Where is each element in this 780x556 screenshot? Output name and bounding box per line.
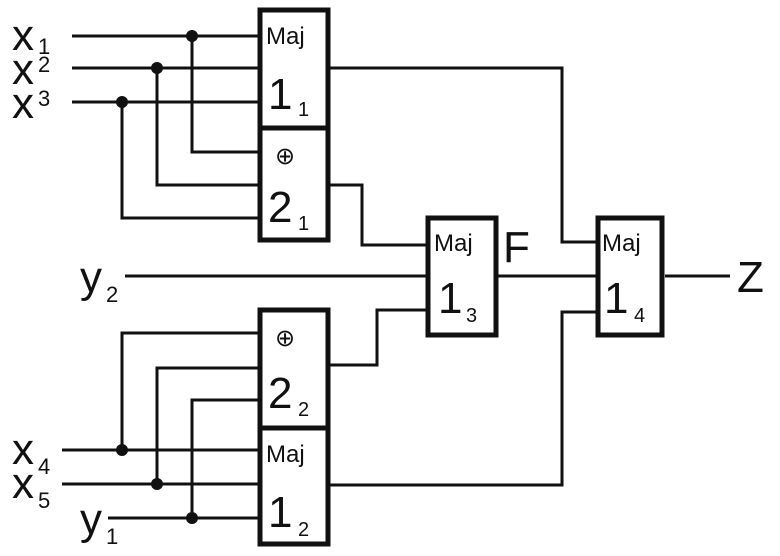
wire-g11-to-g14 bbox=[330, 66, 598, 244]
wire-x5-to-xor2 bbox=[155, 366, 260, 484]
wire-x4-to-xor2 bbox=[120, 331, 260, 450]
label-x3-sub: 3 bbox=[38, 86, 50, 111]
gate-1-1-type: Maj bbox=[266, 23, 305, 50]
junction-x3 bbox=[116, 96, 128, 108]
gate-1-2-number: 1 bbox=[268, 488, 292, 537]
gate-2-1-type: ⊕ bbox=[275, 143, 295, 170]
gate-2-1-subscript: 1 bbox=[298, 213, 309, 235]
junction-x2 bbox=[151, 62, 163, 74]
label-x1-sub: 1 bbox=[38, 34, 50, 59]
gate-2-1-number: 2 bbox=[268, 183, 292, 232]
label-y2: y 2 bbox=[80, 253, 118, 307]
gate-2-2-subscript: 2 bbox=[298, 399, 309, 421]
wire-x1-to-xor1 bbox=[190, 36, 260, 154]
label-x2: x 2 bbox=[12, 45, 50, 94]
junction-x5 bbox=[151, 478, 163, 490]
gate-1-3: Maj 1 3 bbox=[425, 215, 499, 338]
label-x5-base: x bbox=[12, 459, 34, 508]
junctions bbox=[116, 30, 198, 524]
label-y2-sub: 2 bbox=[106, 282, 118, 307]
gate-1-4-subscript: 4 bbox=[634, 305, 645, 327]
gate-1-1-box bbox=[257, 7, 331, 131]
wire-y1-to-xor2 bbox=[190, 398, 260, 518]
label-x5: x 5 bbox=[12, 459, 50, 513]
wires bbox=[62, 34, 730, 520]
wire-g12-to-g14 bbox=[330, 310, 598, 487]
gate-1-3-subscript: 3 bbox=[466, 305, 477, 327]
gate-2-2-type: ⊕ bbox=[275, 325, 295, 352]
label-x2-sub: 2 bbox=[38, 52, 50, 77]
label-y1-sub: 1 bbox=[106, 524, 118, 549]
label-x4-base: x bbox=[12, 425, 34, 474]
label-x5-sub: 5 bbox=[38, 488, 50, 513]
gate-1-1: Maj 1 1 bbox=[257, 7, 331, 131]
label-x2-base: x bbox=[12, 45, 34, 94]
wire-x2-to-xor1 bbox=[155, 68, 260, 187]
gate-1-2-type: Maj bbox=[266, 441, 305, 468]
label-x4: x 4 bbox=[12, 425, 50, 479]
label-x1: x 1 bbox=[12, 11, 50, 60]
label-x4-sub: 4 bbox=[38, 454, 50, 479]
gate-1-4: Maj 1 4 bbox=[595, 215, 665, 338]
label-y1-base: y bbox=[80, 495, 102, 544]
label-y1: y 1 bbox=[80, 495, 118, 549]
gate-2-2-number: 2 bbox=[268, 369, 292, 418]
gate-1-4-box bbox=[595, 215, 665, 338]
wire-g22-to-g13 bbox=[330, 308, 428, 367]
label-output-f: F bbox=[503, 223, 530, 272]
gate-2-2: ⊕ 2 2 bbox=[257, 307, 331, 431]
gate-1-2-box bbox=[257, 425, 331, 547]
junction-x4 bbox=[116, 444, 128, 456]
label-y2-base: y bbox=[80, 253, 102, 302]
gate-2-1-box bbox=[257, 125, 331, 243]
gate-2-1: ⊕ 2 1 bbox=[257, 125, 331, 243]
gate-1-4-number: 1 bbox=[604, 274, 628, 323]
io-labels: x 1 x 2 x 3 y 2 x 4 x 5 y 1 F Z bbox=[12, 11, 764, 549]
wire-g21-to-g13 bbox=[330, 183, 428, 247]
gate-1-3-box bbox=[425, 215, 499, 338]
label-x3-base: x bbox=[12, 79, 34, 128]
gate-1-2: Maj 1 2 bbox=[257, 425, 331, 547]
label-x1-base: x bbox=[12, 11, 34, 60]
wire-x3-to-xor1 bbox=[120, 102, 260, 220]
junction-y1 bbox=[186, 512, 198, 524]
junction-x1 bbox=[186, 30, 198, 42]
gate-1-1-number: 1 bbox=[268, 70, 292, 119]
gate-1-3-type: Maj bbox=[434, 230, 473, 257]
gate-1-3-number: 1 bbox=[438, 274, 462, 323]
gate-1-1-subscript: 1 bbox=[298, 99, 309, 121]
gate-1-2-subscript: 2 bbox=[298, 519, 309, 541]
label-output-z: Z bbox=[737, 253, 764, 302]
gate-1-4-type: Maj bbox=[602, 230, 641, 257]
label-x3: x 3 bbox=[12, 79, 50, 128]
gate-2-2-box bbox=[257, 307, 331, 431]
